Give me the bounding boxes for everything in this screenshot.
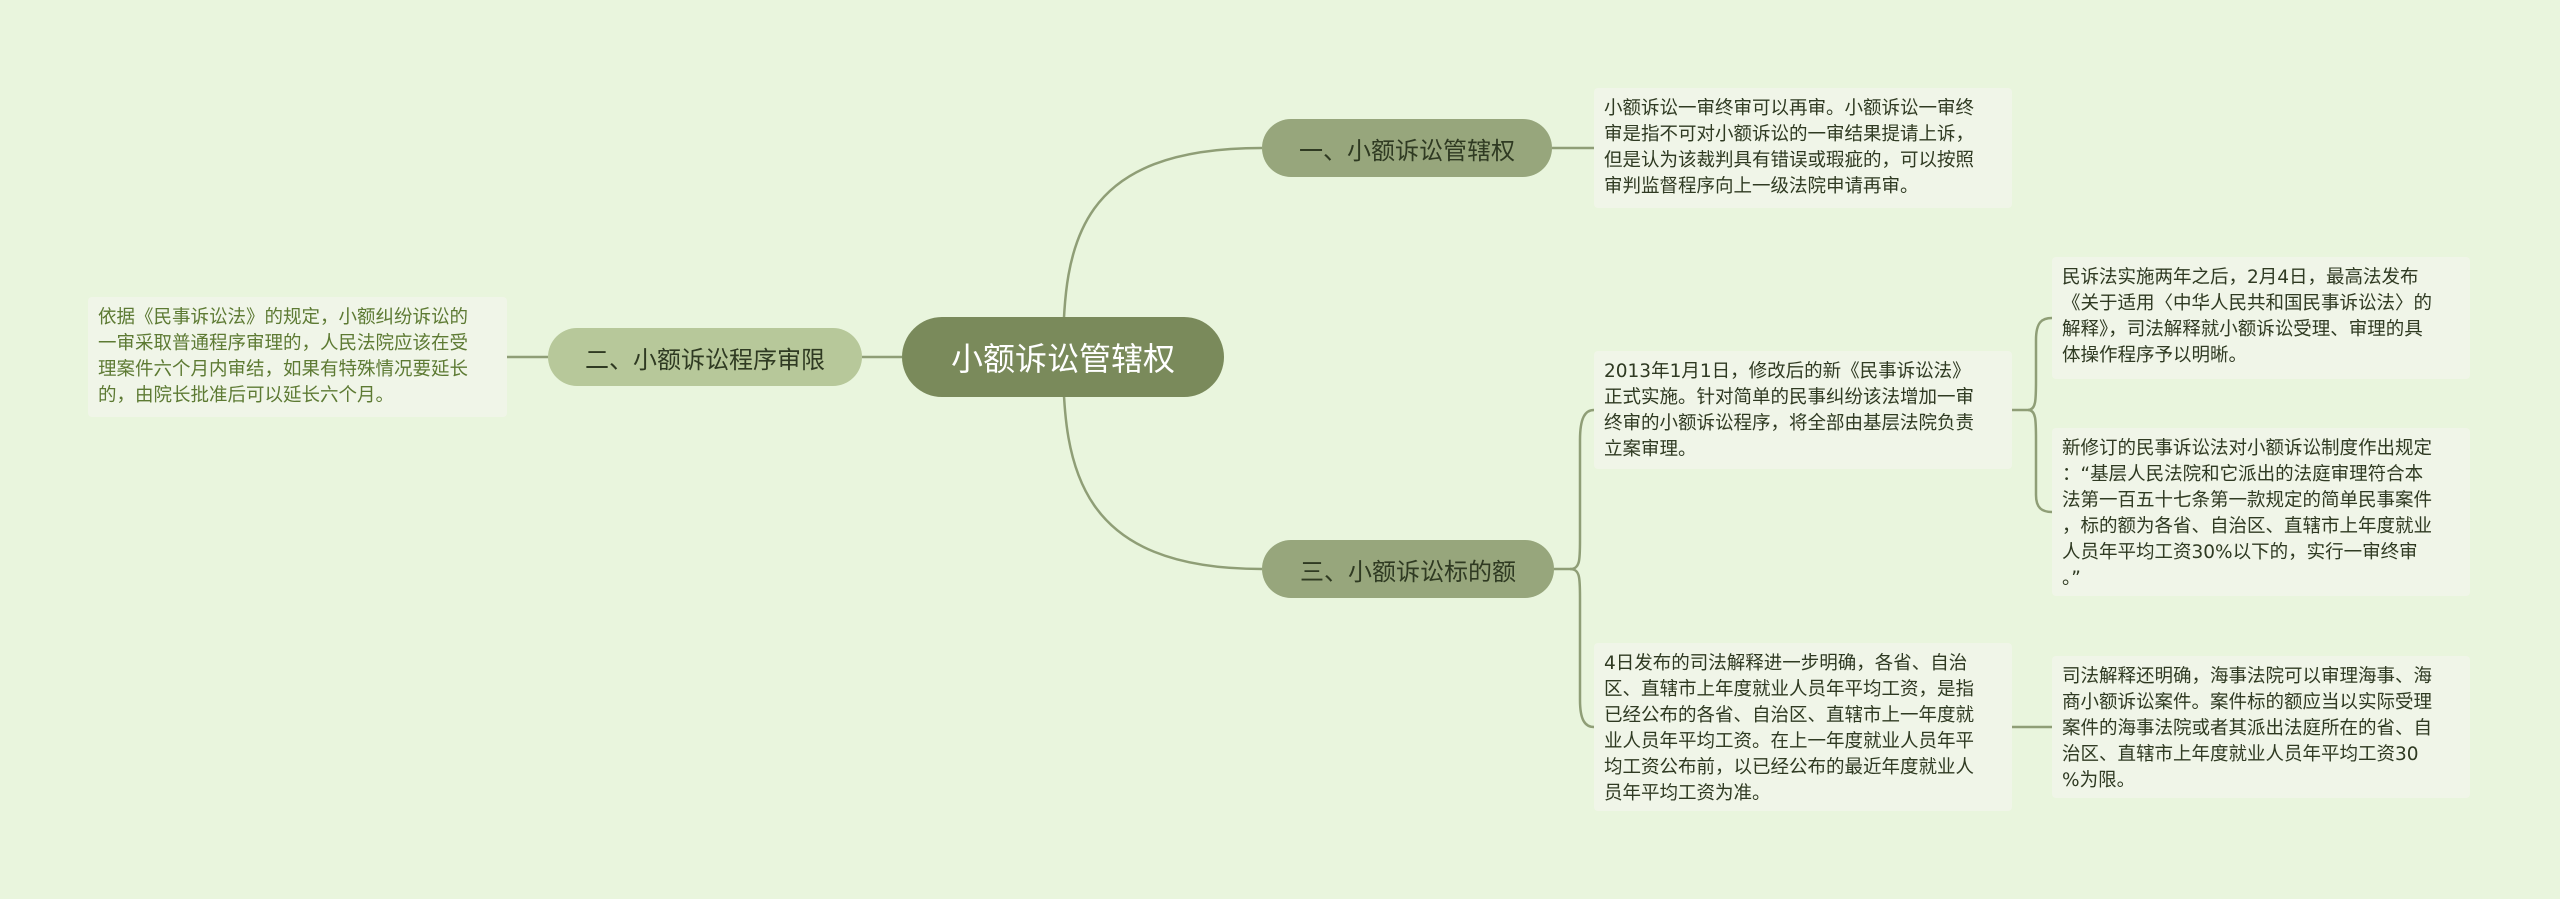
root-node[interactable]: 小额诉讼管辖权 [902, 317, 1224, 397]
leaf-time-limit-note[interactable]: 依据《民事诉讼法》的规定，小额纠纷诉讼的 一审采取普通程序审理的，人民法院应该在… [88, 297, 507, 417]
leaf-retrial-note[interactable]: 小额诉讼一审终审可以再审。小额诉讼一审终 审是指不可对小额诉讼的一审结果提请上诉… [1594, 88, 2012, 208]
link-child1-gc1 [2012, 316, 2053, 412]
branch-node-time-limit[interactable]: 二、小额诉讼程序审限 [548, 328, 862, 386]
branch-label: 一、小额诉讼管辖权 [1299, 136, 1515, 165]
link-branch3-child1 [1554, 408, 1595, 571]
leaf-new-law-note[interactable]: 2013年1月1日，修改后的新《民事诉讼法》 正式实施。针对简单的民事纠纷该法增… [1594, 351, 2012, 469]
leaf-interpretation-note[interactable]: 4日发布的司法解释进一步明确，各省、自治 区、直辖市上年度就业人员年平均工资，是… [1594, 643, 2012, 811]
link-root-branch3 [1061, 356, 1263, 571]
branch-label: 二、小额诉讼程序审限 [585, 345, 825, 374]
branch-node-amount[interactable]: 三、小额诉讼标的额 [1262, 540, 1554, 598]
link-child1-gc2 [2027, 408, 2053, 514]
root-label: 小额诉讼管辖权 [950, 340, 1175, 378]
leaf-revised-rule-quote[interactable]: 新修订的民事诉讼法对小额诉讼制度作出规定 ：“基层人民法院和它派出的法庭审理符合… [2052, 428, 2470, 596]
leaf-maritime-court-note[interactable]: 司法解释还明确，海事法院可以审理海事、海 商小额诉讼案件。案件标的额应当以实际受… [2052, 656, 2470, 798]
branch-node-jurisdiction[interactable]: 一、小额诉讼管辖权 [1262, 119, 1552, 177]
link-root-branch1 [1061, 146, 1263, 358]
branch-label: 三、小额诉讼标的额 [1300, 557, 1516, 586]
leaf-supreme-court-release[interactable]: 民诉法实施两年之后，2月4日，最高法发布 《关于适用〈中华人民共和国民事诉讼法〉… [2052, 257, 2470, 379]
link-branch3-child2 [1569, 567, 1595, 729]
